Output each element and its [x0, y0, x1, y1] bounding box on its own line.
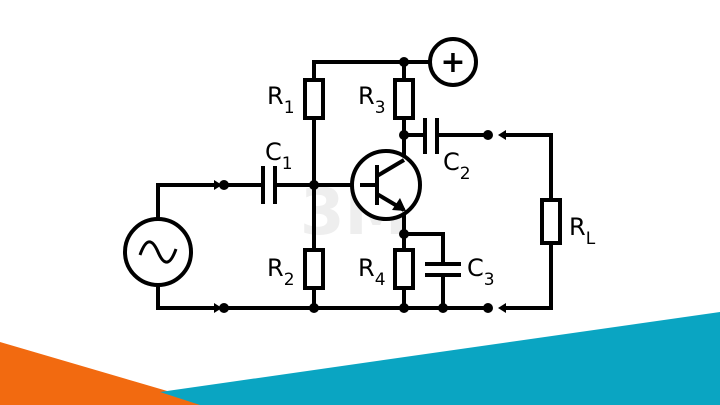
label-r2: R2	[267, 254, 295, 290]
input-arrow-bottom	[214, 303, 222, 313]
resistor-r4	[393, 248, 415, 290]
label-rl: RL	[569, 213, 596, 249]
capacitor-c2	[423, 118, 439, 154]
supply-symbol: +	[440, 45, 465, 80]
input-arrow-top	[214, 180, 222, 190]
resistor-r2	[303, 248, 325, 290]
resistor-rl	[540, 198, 562, 245]
terminals	[214, 130, 506, 313]
teal-accent-band	[160, 312, 720, 405]
label-c1: C1	[265, 138, 293, 174]
label-r1: R1	[267, 82, 295, 118]
label-c2: C2	[443, 148, 471, 184]
junction-dots	[309, 57, 448, 313]
label-r4: R4	[358, 254, 386, 290]
emitter-arrow	[392, 198, 406, 211]
output-arrow-bottom	[498, 303, 506, 313]
label-c3: C3	[467, 254, 495, 290]
capacitor-c3	[425, 262, 461, 277]
supply-plus-icon: +	[428, 37, 478, 87]
label-r3: R3	[358, 82, 386, 118]
ac-source-icon	[123, 217, 193, 287]
capacitor-c1	[261, 166, 277, 204]
orange-accent-band	[0, 342, 215, 405]
resistor-r1	[303, 78, 325, 120]
npn-transistor	[350, 149, 422, 221]
resistor-r3	[393, 78, 415, 120]
output-arrow-top	[498, 130, 506, 140]
